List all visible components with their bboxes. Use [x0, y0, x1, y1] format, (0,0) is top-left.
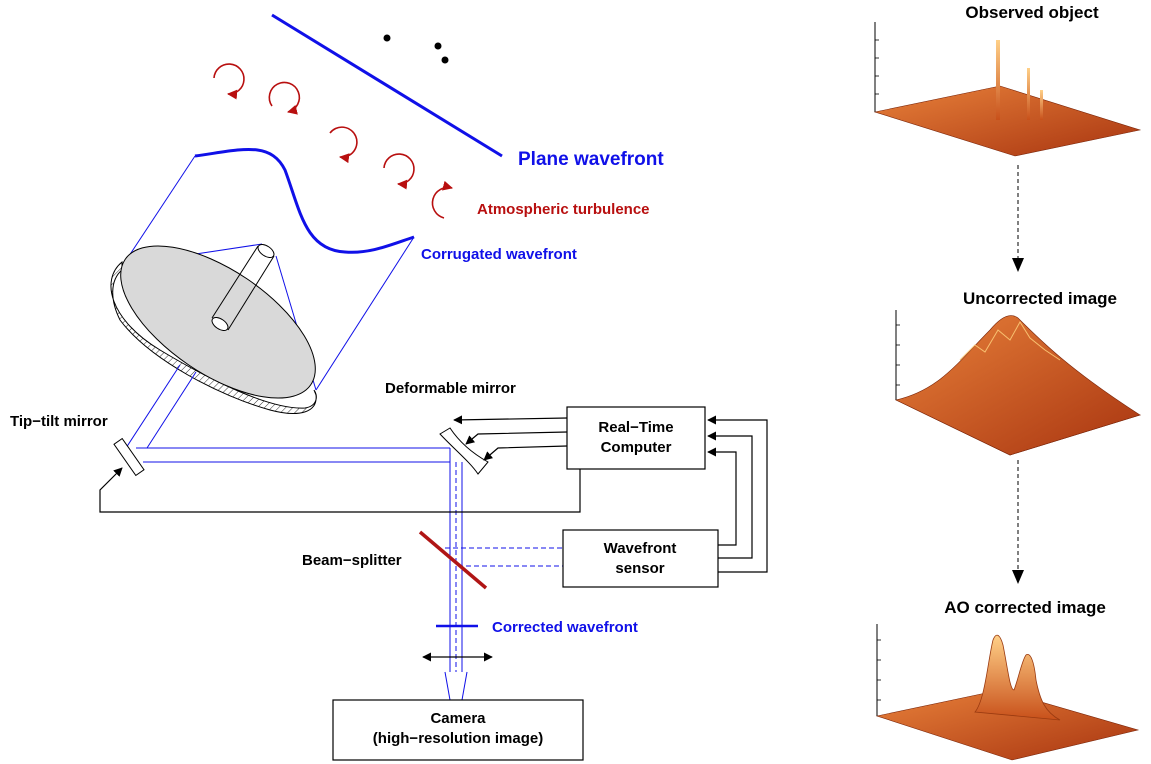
- computer-label-line2: Computer: [601, 439, 672, 456]
- wavefront-sensor-box: [562, 529, 719, 588]
- real-time-computer-box: [566, 406, 706, 470]
- camera-label-line2: (high−resolution image): [373, 730, 543, 747]
- stars: [383, 34, 449, 64]
- panel-observed-title: Observed object: [965, 3, 1099, 22]
- panel-uncorrected-title: Uncorrected image: [963, 289, 1117, 308]
- camera-box: [332, 699, 584, 761]
- arrow-down-icon: [1012, 258, 1024, 272]
- turbulence-eddies: [213, 63, 453, 219]
- sensor-label-line1: Wavefront: [604, 540, 677, 557]
- beam-splitter-label: Beam−splitter: [302, 552, 402, 569]
- curved-arrow-icon: [431, 180, 453, 219]
- computer-label-line1: Real−Time: [598, 419, 673, 436]
- panel-ao-corrected-title: AO corrected image: [944, 598, 1106, 617]
- optical-beam-lines: [125, 364, 468, 729]
- tip-tilt-mirror: [113, 437, 145, 477]
- sensor-beam-lines: [445, 462, 563, 672]
- corrected-wavefront-label: Corrected wavefront: [492, 619, 638, 636]
- tip-tilt-mirror-label: Tip−tilt mirror: [10, 413, 108, 430]
- atmospheric-turbulence-label: Atmospheric turbulence: [477, 201, 650, 218]
- panel-ao-corrected: AO corrected image: [875, 598, 1140, 761]
- arrow-down-icon: [1012, 570, 1024, 584]
- camera-label-line1: Camera: [430, 710, 486, 727]
- corrugated-wavefront-line: [194, 147, 415, 254]
- deformable-mirror-label: Deformable mirror: [385, 380, 516, 397]
- curved-arrow-icon: [213, 63, 245, 100]
- panel-uncorrected: Uncorrected image: [895, 289, 1142, 456]
- curved-arrow-icon: [383, 153, 415, 190]
- star-dot-icon: [434, 42, 442, 50]
- telescope-primary-mirror: [110, 243, 317, 414]
- plane-wavefront-label: Plane wavefront: [518, 149, 664, 170]
- deformable-mirror: [439, 427, 489, 475]
- control-lines: [99, 415, 768, 573]
- panel-observed: Observed object: [873, 3, 1142, 157]
- surface-plot-ao-corrected: [875, 624, 1140, 761]
- surface-plot-observed: [873, 22, 1142, 157]
- corrugated-wavefront-label: Corrugated wavefront: [421, 246, 577, 263]
- sensor-label-line2: sensor: [615, 560, 664, 577]
- curved-arrow-icon: [268, 81, 301, 115]
- surface-plot-uncorrected: [895, 310, 1142, 456]
- curved-arrow-icon: [329, 126, 358, 164]
- plane-wavefront-line: [271, 13, 503, 158]
- star-dot-icon: [441, 56, 449, 64]
- beam-splitter: [418, 530, 488, 590]
- star-dot-icon: [383, 34, 391, 42]
